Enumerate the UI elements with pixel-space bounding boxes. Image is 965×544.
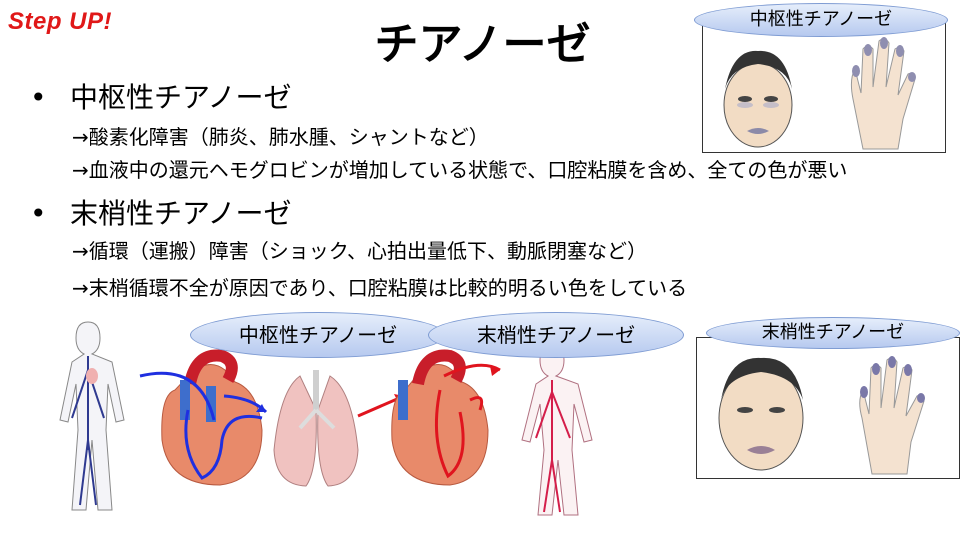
section-heading-peripheral: • 末梢性チアノーゼ bbox=[30, 192, 291, 232]
central-line-2: →血液中の還元ヘモグロビンが増加している状態で、口腔粘膜を含め、全ての色が悪い bbox=[72, 158, 848, 182]
peripheral-cyanosis-illustration-box bbox=[696, 337, 960, 479]
peripheral-line-1: →循環（運搬）障害（ショック、心拍出量低下、動脈閉塞など） bbox=[72, 239, 647, 263]
central-cyanosis-illustration-box bbox=[702, 18, 946, 153]
bullet-icon: • bbox=[30, 197, 47, 230]
bullet-icon: • bbox=[30, 81, 47, 114]
heart-to-lung-heart-icon bbox=[139, 349, 501, 487]
peripheral-cyanosis-path-tag: 末梢性チアノーゼ bbox=[428, 312, 684, 358]
section-heading-central: • 中枢性チアノーゼ bbox=[30, 76, 291, 116]
central-line-1: →酸素化障害（肺炎、肺水腫、シャントなど） bbox=[72, 125, 489, 149]
peripheral-cyanosis-tag: 末梢性チアノーゼ bbox=[706, 317, 960, 349]
section-heading-text: 末梢性チアノーゼ bbox=[70, 197, 292, 230]
central-cyanosis-tag: 中枢性チアノーゼ bbox=[694, 3, 948, 37]
circulation-diagram bbox=[59, 321, 593, 516]
step-up-label: Step UP! bbox=[8, 8, 113, 35]
central-cyanosis-path-tag: 中枢性チアノーゼ bbox=[190, 312, 446, 358]
section-heading-text: 中枢性チアノーゼ bbox=[70, 81, 292, 114]
central-cyanosis-face-hand-icon bbox=[723, 37, 916, 150]
page-title: チアノーゼ bbox=[374, 19, 591, 70]
peripheral-line-2: →末梢循環不全が原因であり、口腔粘膜は比較的明るい色をしている bbox=[72, 276, 688, 300]
body-artery-icon bbox=[521, 345, 593, 516]
peripheral-cyanosis-face-hand-icon bbox=[718, 356, 925, 475]
body-circulation-icon bbox=[59, 321, 125, 511]
